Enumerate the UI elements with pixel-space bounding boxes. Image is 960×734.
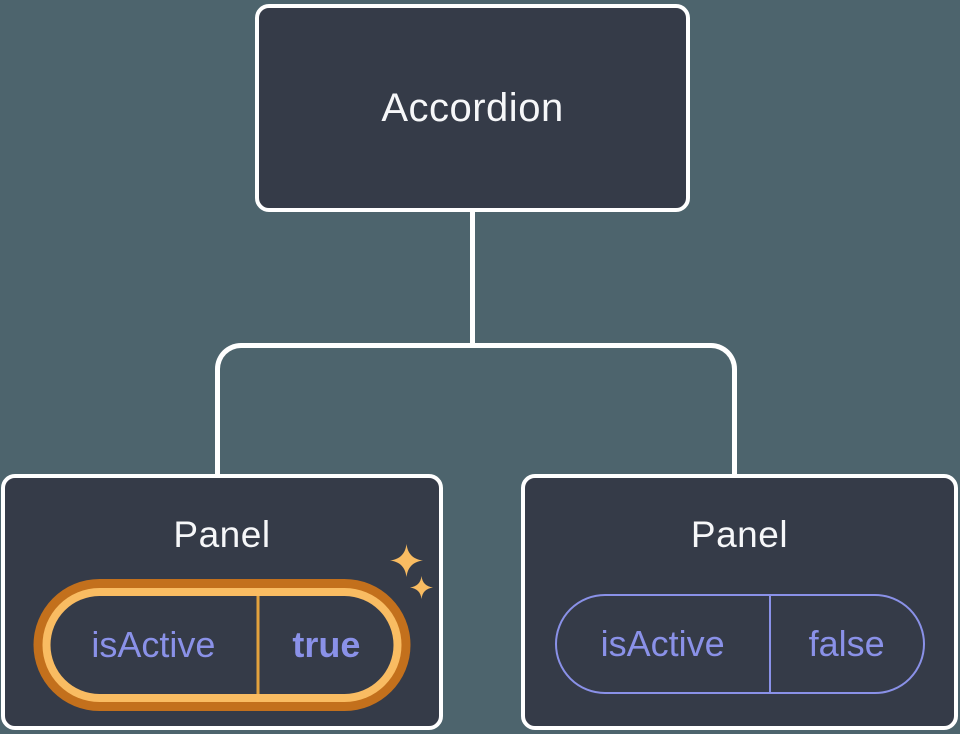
prop-pill-divider xyxy=(256,596,260,694)
prop-value-label: false xyxy=(808,623,885,664)
prop-value-label: true xyxy=(292,624,361,665)
prop-name-label: isActive xyxy=(91,624,216,665)
connector-stem xyxy=(470,210,475,346)
prop-pill-divider xyxy=(768,596,771,692)
panel-node-active: Panel isActive true xyxy=(1,474,443,730)
sparkle-icon xyxy=(410,576,433,599)
root-node-label: Accordion xyxy=(381,85,564,130)
panel-title: Panel xyxy=(690,514,789,555)
prop-pill-active-ring: isActive true xyxy=(42,588,402,702)
sparkle-icon xyxy=(390,544,423,577)
connector-bracket xyxy=(215,343,737,474)
prop-pill-active-body: isActive true xyxy=(50,596,394,694)
prop-pill-active: isActive true xyxy=(33,579,411,711)
prop-pill-inactive: isActive false xyxy=(554,594,925,694)
panel-title: Panel xyxy=(173,514,271,555)
prop-name-label: isActive xyxy=(600,623,725,664)
root-node-accordion: Accordion xyxy=(255,4,690,212)
panel-node-inactive: Panel isActive false xyxy=(521,474,958,730)
